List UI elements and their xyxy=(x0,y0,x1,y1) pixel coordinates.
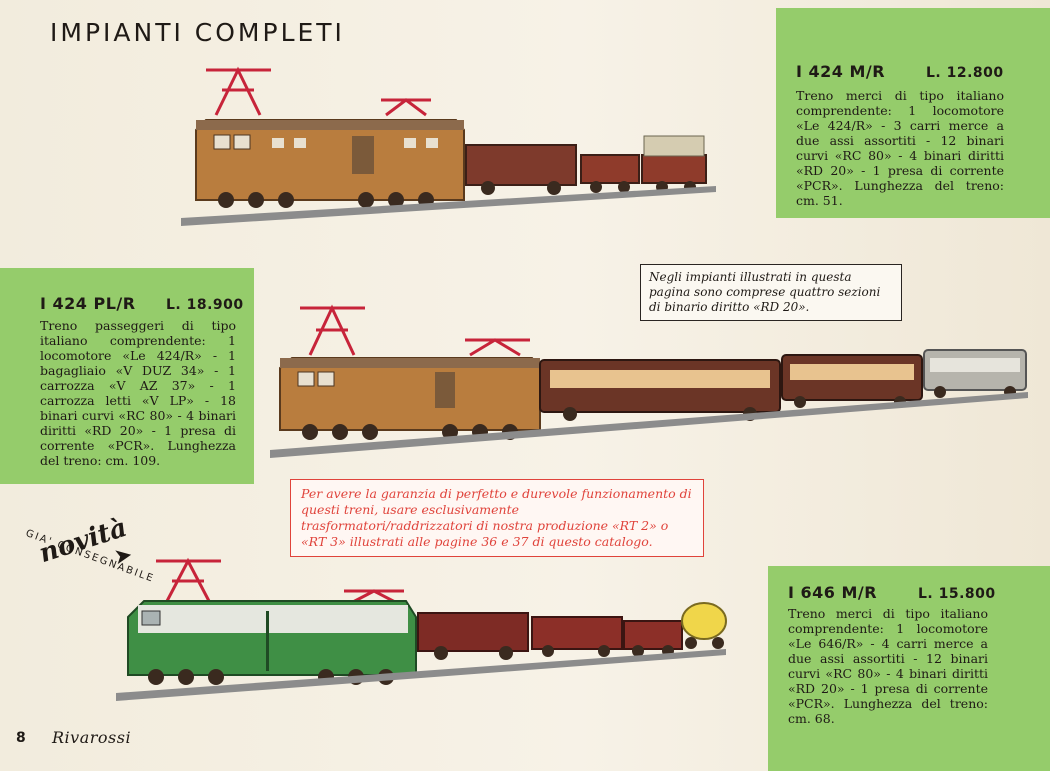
product-panel-3: I 646 M/R L. 15.800 Treno merci di tipo … xyxy=(768,566,1050,771)
train-illustration-3 xyxy=(116,555,728,705)
product-model-2: I 424 PL/R xyxy=(40,294,136,313)
product-price-2: L. 18.900 xyxy=(166,297,244,313)
product-price-1: L. 12.800 xyxy=(926,65,1004,81)
product-description-2: Treno passeggeri di tipo italiano compre… xyxy=(40,318,236,468)
product-description-3: Treno merci di tipo italiano comprendent… xyxy=(788,606,988,726)
train-illustration-1 xyxy=(176,60,721,230)
product-panel-1: I 424 M/R L. 12.800 Treno merci di tipo … xyxy=(776,8,1050,218)
product-model-3: I 646 M/R xyxy=(788,583,878,602)
page-title: IMPIANTI COMPLETI xyxy=(50,18,345,47)
pantograph-icon xyxy=(156,557,404,605)
product-model-1: I 424 M/R xyxy=(796,62,886,81)
product-description-1: Treno merci di tipo italiano comprendent… xyxy=(796,88,1004,208)
pantograph-icon xyxy=(206,66,431,117)
pantograph-icon xyxy=(300,304,530,357)
train-illustration-2 xyxy=(270,300,1030,465)
page-number: 8 xyxy=(16,730,26,746)
product-price-3: L. 15.800 xyxy=(918,586,996,602)
product-panel-2: I 424 PL/R L. 18.900 Treno passeggeri di… xyxy=(0,268,254,484)
brand-logo: Rivarossi xyxy=(52,728,132,747)
track-note: Negli impianti illustrati in questa pagi… xyxy=(640,264,902,321)
warranty-note: Per avere la garanzia di perfetto e dure… xyxy=(290,479,704,557)
